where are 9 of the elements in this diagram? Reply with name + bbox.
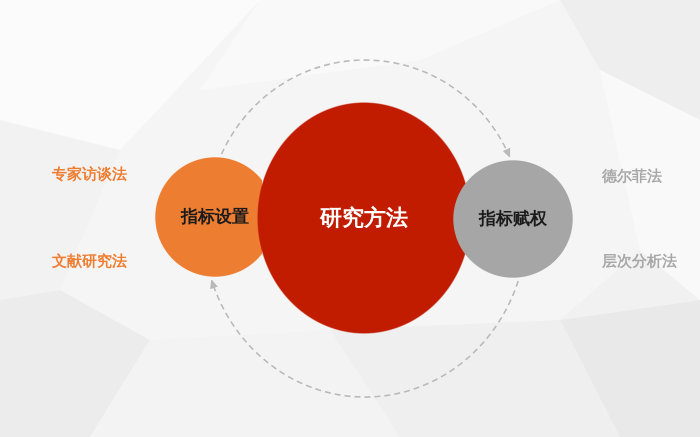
method-label: 德尔菲法 — [602, 168, 662, 186]
node-label: 指标设置 — [181, 206, 249, 228]
node-label: 研究方法 — [320, 204, 408, 232]
node-label: 指标赋权 — [479, 208, 547, 230]
cycle-arrow — [220, 59, 510, 158]
method-label: 层次分析法 — [602, 253, 677, 271]
cycle-arrow — [210, 280, 519, 398]
method-label: 文献研究法 — [52, 253, 127, 271]
method-label: 专家访谈法 — [52, 166, 127, 184]
